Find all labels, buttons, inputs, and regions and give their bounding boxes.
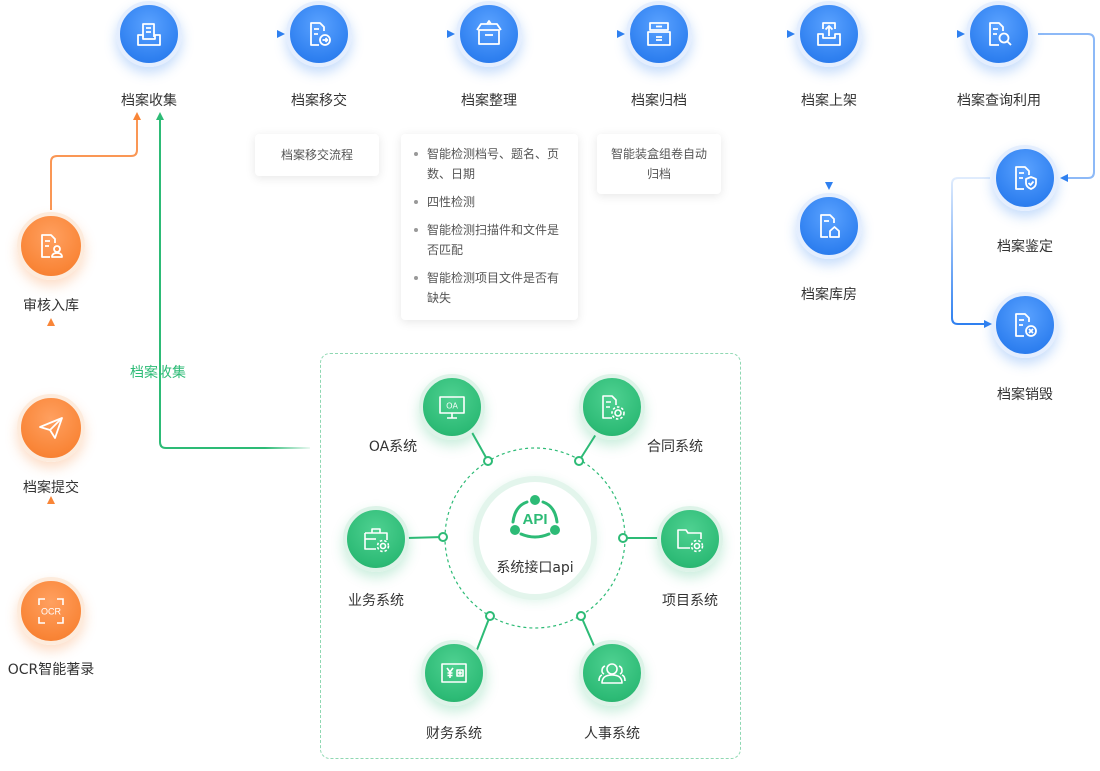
project-system-label: 项目系统: [662, 593, 718, 609]
contract-system-label: 合同系统: [647, 439, 703, 455]
api-systems-panel: [320, 353, 741, 759]
organize-card-list: 智能检测档号、题名、页数、日期 四性检测 智能检测扫描件和文件是否匹配 智能检测…: [413, 144, 566, 308]
paper-plane-icon: [39, 417, 63, 439]
warehouse-node: [796, 193, 862, 259]
organize-card-item: 四性检测: [413, 192, 566, 212]
svg-text:OCR: OCR: [41, 607, 62, 617]
hr-system-label: 人事系统: [584, 726, 640, 742]
business-system-label: 业务系统: [348, 593, 404, 609]
collect-label: 档案收集: [121, 93, 177, 109]
api-hub: API: [473, 476, 597, 600]
organize-card-item: 智能检测扫描件和文件是否匹配: [413, 220, 566, 260]
folder-gear-icon: [677, 529, 704, 553]
review-node: [17, 212, 85, 280]
contract-system-node: [579, 374, 645, 440]
inbox-document-icon: [137, 23, 161, 46]
ocr-node: OCR: [17, 577, 85, 645]
destroy-label: 档案销毁: [997, 387, 1053, 403]
document-transfer-icon: [310, 22, 331, 46]
ocr-scan-icon: OCR: [38, 598, 64, 624]
organize-label: 档案整理: [461, 93, 517, 109]
project-system-node: [657, 506, 723, 572]
document-user-icon: [41, 234, 63, 258]
archive-card: 智能装盒组卷自动归档: [597, 134, 721, 194]
submit-node: [17, 394, 85, 462]
document-gear-icon: [602, 395, 625, 420]
hr-system-node: [579, 640, 645, 706]
shelve-node: [796, 1, 862, 67]
archive-card-text: 智能装盒组卷自动归档: [611, 147, 708, 181]
svg-text:API: API: [522, 511, 547, 528]
document-home-icon: [820, 214, 840, 238]
monitor-icon: OA: [439, 396, 465, 419]
submit-label: 档案提交: [23, 480, 79, 496]
green-collect-label: 档案收集: [130, 365, 186, 381]
document-shield-icon: [1015, 166, 1037, 190]
api-label: 系统接口api: [496, 560, 574, 576]
oa-system-label: OA系统: [368, 439, 418, 455]
archive-cabinet-icon: [647, 22, 671, 46]
shelve-label: 档案上架: [801, 93, 857, 109]
appraise-label: 档案鉴定: [997, 239, 1053, 255]
svg-text:OA: OA: [446, 402, 458, 411]
collect-node: [116, 1, 182, 67]
oa-system-node: OA: [419, 374, 485, 440]
archive-label: 档案归档: [631, 93, 687, 109]
document-search-icon: [989, 22, 1012, 46]
review-label: 审核入库: [23, 298, 79, 314]
organize-card-item: 智能检测档号、题名、页数、日期: [413, 144, 566, 184]
transfer-card: 档案移交流程: [255, 134, 379, 176]
organize-node: [456, 1, 522, 67]
organize-card: 智能检测档号、题名、页数、日期 四性检测 智能检测扫描件和文件是否匹配 智能检测…: [401, 134, 578, 320]
destroy-node: [992, 292, 1058, 358]
transfer-label: 档案移交: [291, 93, 347, 109]
wallet-yuan-icon: [441, 663, 467, 683]
ocr-label: OCR智能著录: [7, 662, 95, 678]
finance-system-node: [421, 640, 487, 706]
briefcase-gear-icon: [364, 528, 390, 553]
warehouse-label: 档案库房: [801, 287, 857, 303]
upload-tray-icon: [817, 22, 841, 46]
archive-node: [626, 1, 692, 67]
business-system-node: [343, 506, 409, 572]
users-icon: [598, 663, 626, 684]
organize-card-item: 智能检测项目文件是否有缺失: [413, 268, 566, 308]
appraise-node: [992, 145, 1058, 211]
transfer-node: [286, 1, 352, 67]
finance-system-label: 财务系统: [426, 726, 482, 742]
transfer-card-text: 档案移交流程: [280, 148, 353, 162]
document-delete-icon: [1015, 313, 1037, 337]
api-network-icon: API: [510, 495, 560, 539]
query-node: [966, 1, 1032, 67]
query-label: 档案查询利用: [957, 93, 1041, 109]
box-icon: [476, 20, 502, 45]
